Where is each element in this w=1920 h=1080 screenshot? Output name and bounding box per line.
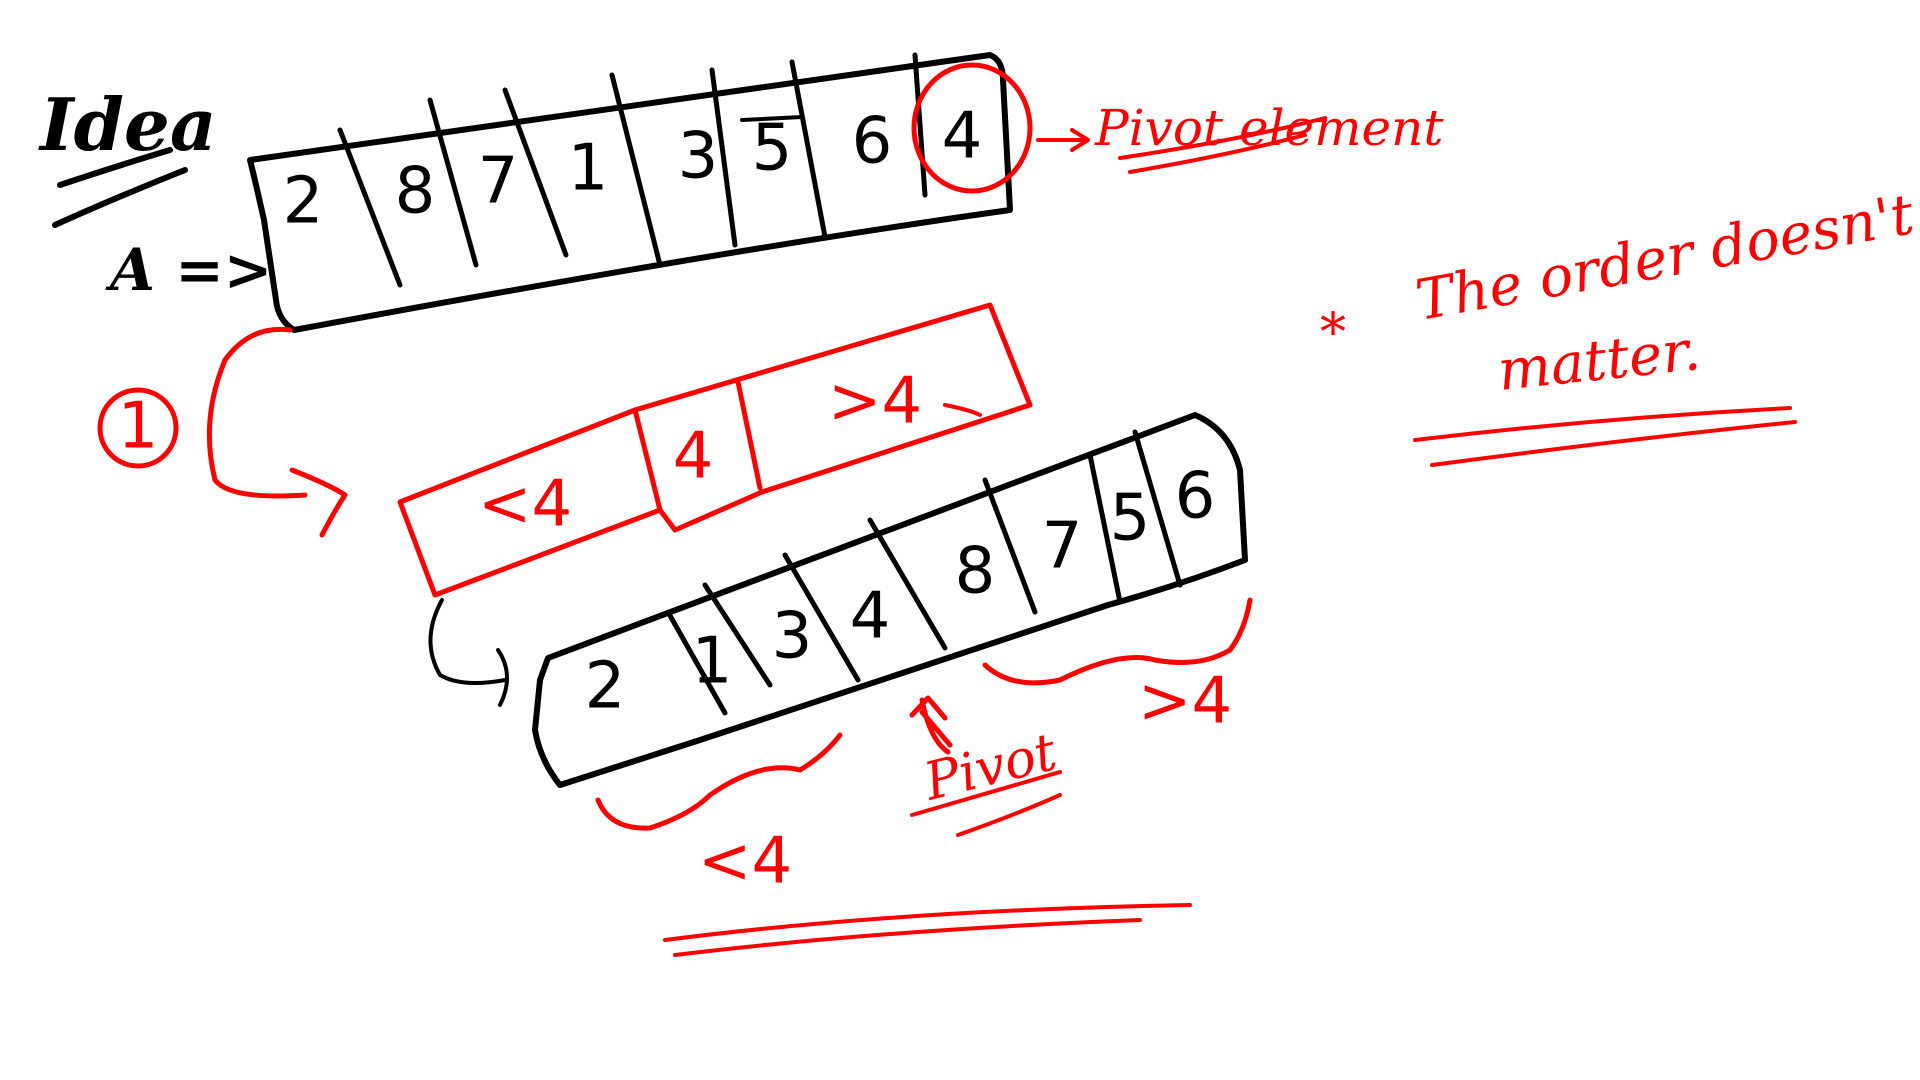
greater-brace [982,597,1253,686]
partitioned-divider-1 [665,609,728,716]
original-divider-4 [609,72,663,268]
less-label: <4 [698,825,792,899]
order-note-line2: matter. [1495,318,1704,404]
partition-left-label: <4 [478,468,572,542]
title-underline-2 [52,167,188,228]
partition-middle-label: 4 [673,420,714,494]
step-number: 1 [118,390,159,464]
partitioned-cell-4: 4 [850,580,891,654]
pivot-underline-2 [956,793,1062,837]
original-array-outline [247,52,1013,333]
partition-scheme: <4 4 >4 [397,302,1033,598]
pivot-note-underline-1 [1118,116,1327,160]
title-underline-1 [57,147,173,188]
overline-mark [740,115,804,122]
partitioned-cell-5: 8 [955,535,996,609]
original-cell-6: 5 [752,112,793,186]
step-arrow-head [289,467,348,538]
greater-label: >4 [1138,665,1232,739]
step-circle [97,387,179,469]
original-cell-2: 8 [395,155,436,229]
partitioned-array: 2 1 3 4 8 7 5 6 [532,412,1248,788]
bottom-underline-2 [673,918,1142,957]
connector-head [496,648,509,707]
partitioned-divider-6 [1087,452,1123,605]
partitioned-divider-7 [1132,429,1183,588]
order-underline-2 [1430,420,1797,467]
original-array: 2 8 7 1 3 5 6 4 [247,52,1013,333]
partitioned-cell-8: 6 [1175,460,1216,534]
title-group: Idea [38,82,216,228]
partitioned-divider-4 [867,517,948,651]
original-divider-7 [912,52,928,198]
order-underline-1 [1413,406,1792,442]
step-curved-arrow [206,326,308,499]
original-divider-6 [789,59,828,240]
original-divider-1 [337,127,403,288]
step-one: 1 [97,326,348,538]
original-cell-7: 6 [852,105,893,179]
pivot-arrow-head [1070,128,1090,152]
pivot-circle [911,62,1033,194]
partition-right-box [632,302,1033,533]
partition-tail [943,403,982,417]
partition-divider [735,379,763,491]
partitioned-divider-5 [982,477,1038,615]
idea-title: Idea [38,82,216,167]
pivot-underline-1 [910,770,1062,817]
original-cell-5: 3 [678,120,719,194]
order-note-line1: The order doesn't [1411,182,1919,334]
original-cell-4: 1 [568,132,609,206]
original-divider-3 [502,87,569,258]
original-cell-8: 4 [942,100,983,174]
pivot-highlight: Pivot element [911,62,1444,194]
pivot-note-underline-2 [1128,133,1307,174]
less-brace [595,732,843,831]
array-label: A => [105,236,272,304]
partitioned-cell-1: 2 [585,650,626,724]
pivot-arrow-head-2 [909,695,948,721]
order-note: * The order doesn't matter. [1320,182,1919,467]
order-star: * [1320,303,1346,363]
partitioned-cell-7: 5 [1110,482,1151,556]
partitioned-divider-3 [782,552,861,683]
original-cell-1: 2 [283,165,324,239]
original-cell-3: 7 [478,145,519,219]
partition-right-label: >4 [828,365,922,439]
partitioned-cell-6: 7 [1042,510,1083,584]
partitioned-array-outline [532,412,1248,788]
original-divider-5 [709,67,738,248]
original-divider-2 [427,97,479,268]
pivot-element-note: Pivot element [1094,99,1444,157]
connector-curve [428,598,507,685]
partitioned-cell-3: 3 [772,600,813,674]
partitioned-divider-2 [702,582,773,688]
bottom-underline-1 [663,903,1192,942]
partitioned-cell-2: 1 [692,625,733,699]
